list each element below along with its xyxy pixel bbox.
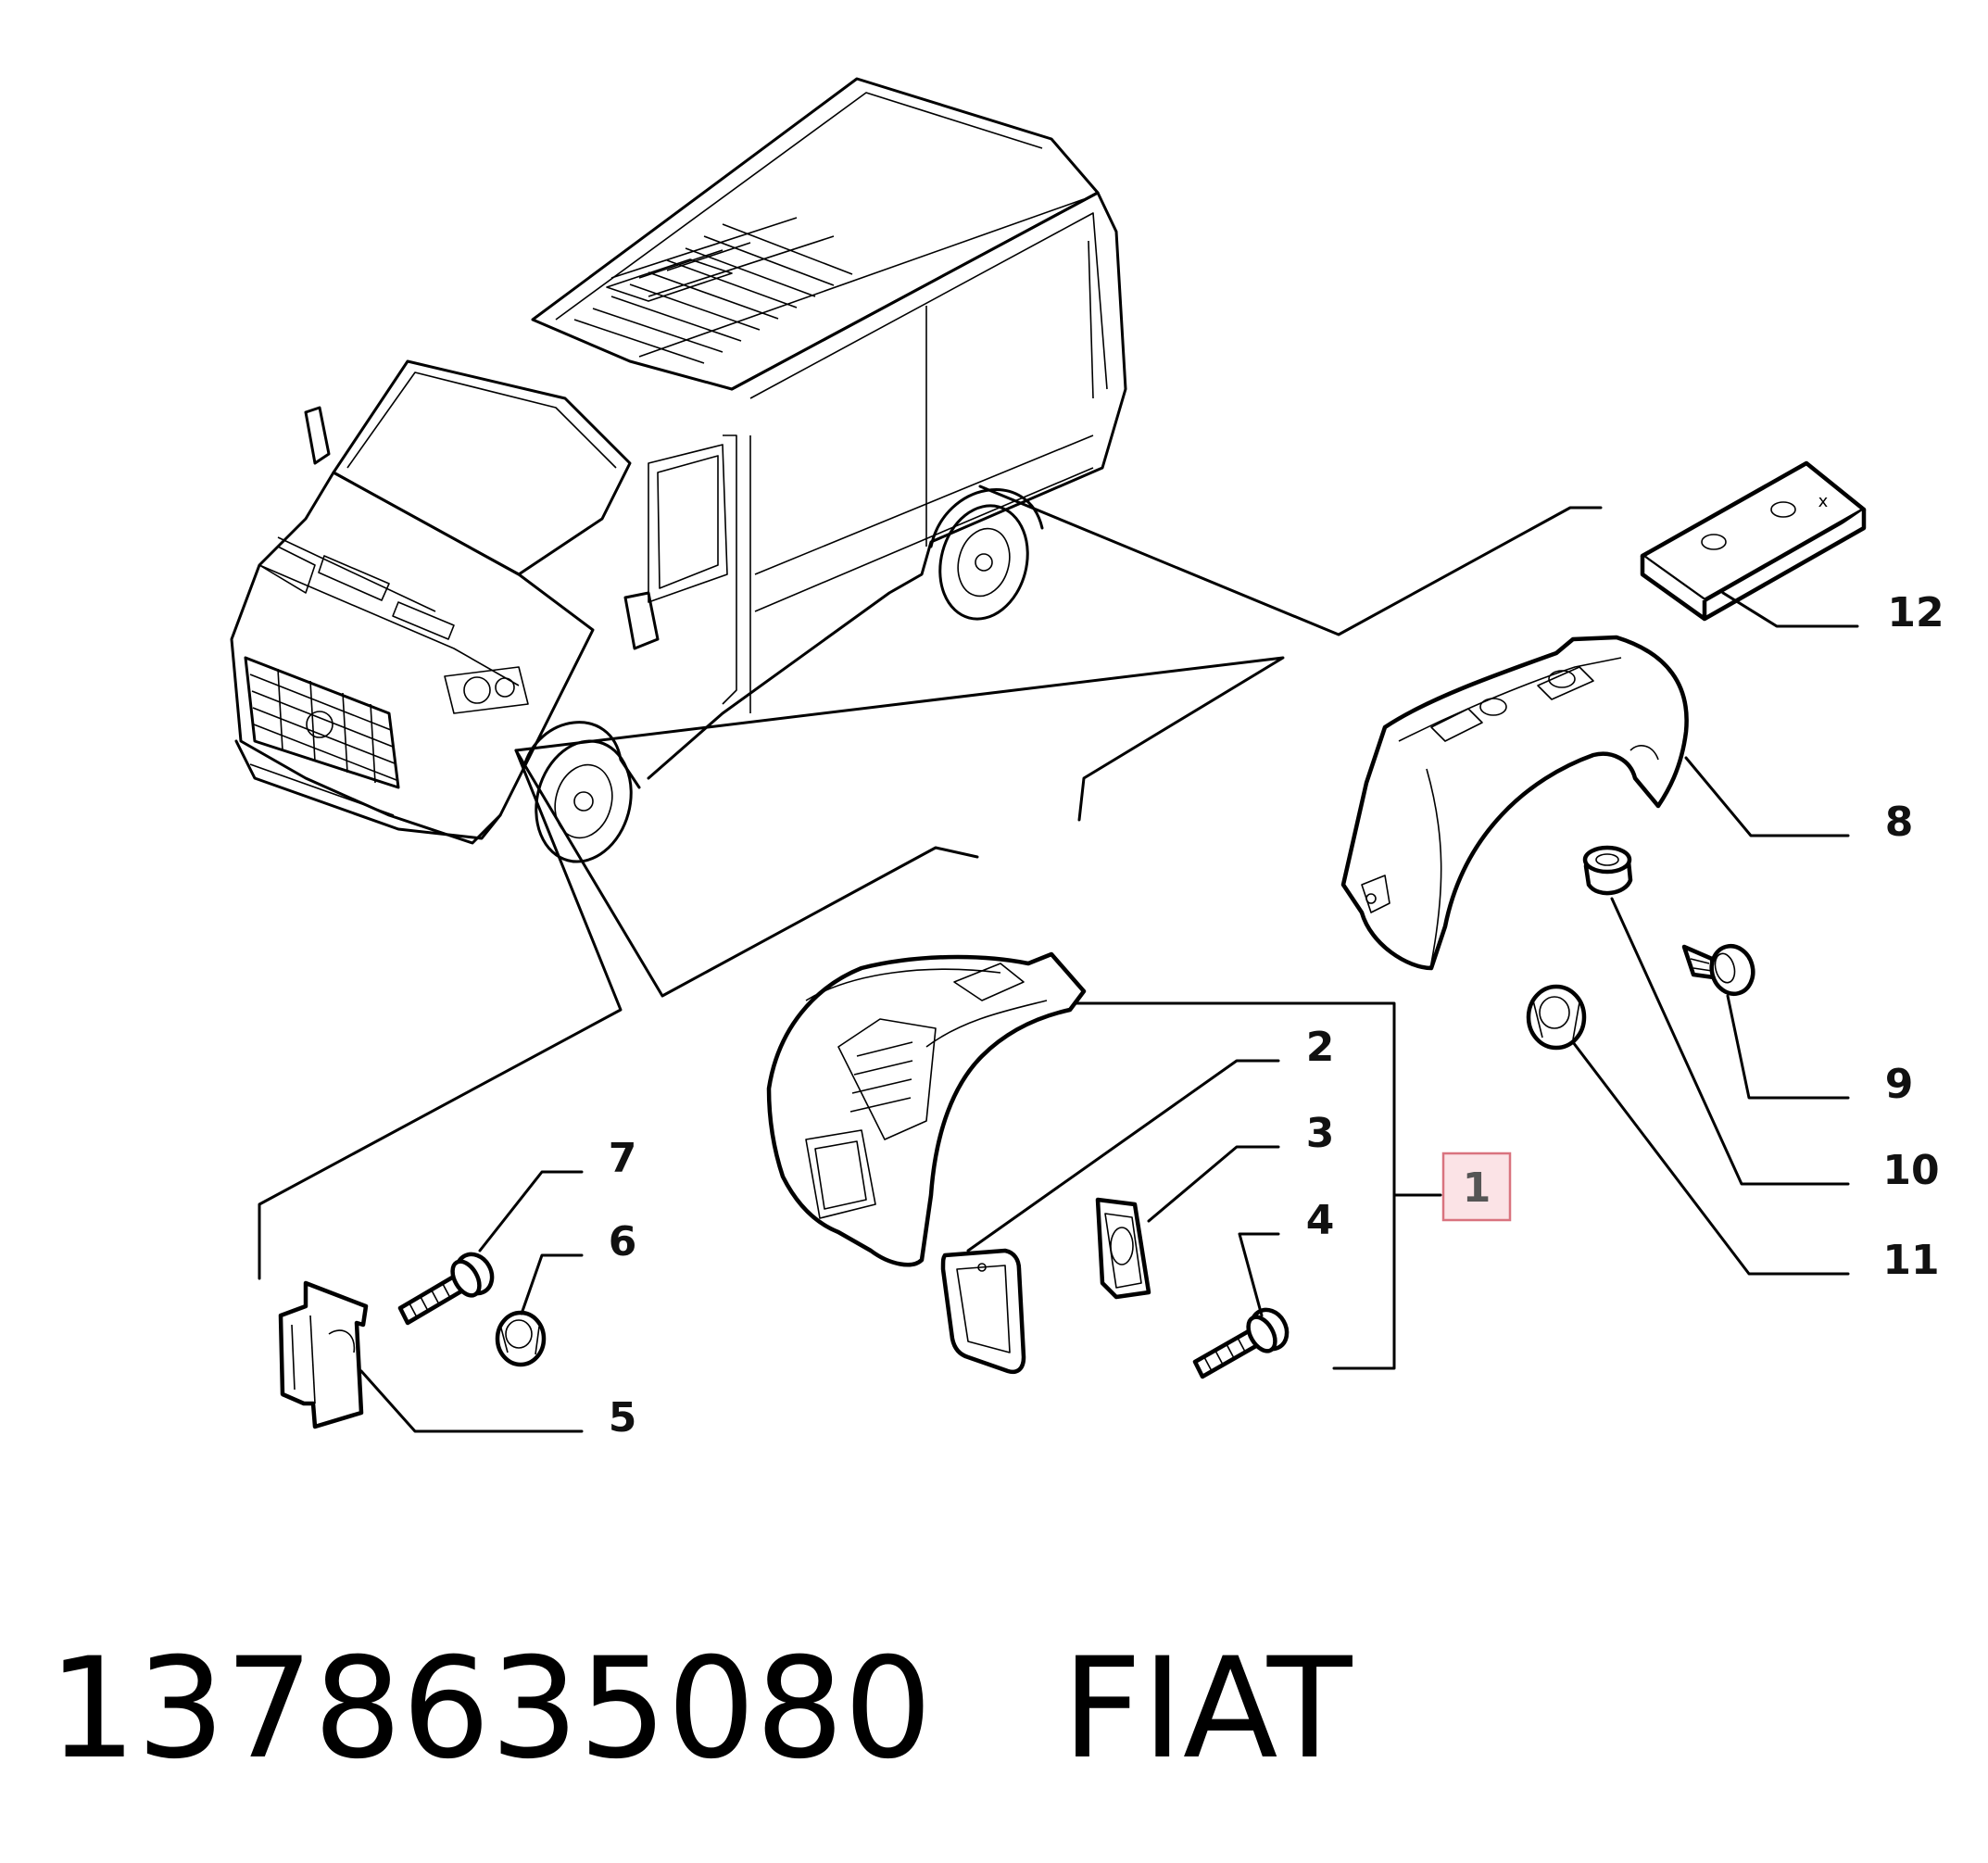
bracket-clip-5	[278, 1280, 369, 1429]
bolt-4	[1192, 1307, 1290, 1379]
callout-11-leader	[1571, 1040, 1850, 1276]
part-number: 1378635080	[48, 1629, 933, 1790]
callout-6-label[interactable]: 6	[609, 1218, 637, 1265]
callout-10-leader	[1610, 897, 1850, 1186]
callout-3-leader	[1147, 1145, 1280, 1223]
callout-5-leader	[359, 1369, 584, 1433]
callout-9-label[interactable]: 9	[1885, 1061, 1914, 1108]
callout-7-label[interactable]: 7	[609, 1135, 637, 1182]
callout-1-highlight-box[interactable]	[1441, 1152, 1512, 1222]
rear-wheel-arch-liner	[1340, 635, 1689, 971]
callout-7-leader	[478, 1170, 584, 1252]
callout-8-leader	[1684, 756, 1850, 837]
front-wheel-arch-liner	[766, 951, 1087, 1267]
callout-2-label[interactable]: 2	[1306, 1024, 1335, 1071]
callout-9-leader	[1726, 994, 1850, 1100]
callout-6-leader	[520, 1253, 584, 1315]
callout-12-label[interactable]: 12	[1887, 589, 1944, 636]
clip-nut	[1095, 1197, 1151, 1300]
callout-4-leader	[1238, 1232, 1280, 1317]
callout-11-label[interactable]: 11	[1882, 1237, 1939, 1284]
plate-12: x	[1640, 460, 1867, 622]
assembly-lines	[258, 485, 1603, 1280]
callout-10-label[interactable]: 10	[1882, 1147, 1939, 1194]
callout-4-label[interactable]: 4	[1306, 1197, 1335, 1244]
grommet-10	[1582, 845, 1633, 896]
push-rivet-9	[1681, 943, 1755, 997]
bolt-7	[397, 1252, 495, 1326]
callout-1-label[interactable]: 1	[1463, 1164, 1491, 1212]
callout-2-leader	[966, 1059, 1280, 1252]
callout-3-label[interactable]: 3	[1306, 1110, 1335, 1157]
callout-5-label[interactable]: 5	[609, 1394, 637, 1441]
callout-1-bracket	[1073, 1001, 1442, 1370]
callout-12-leader	[1721, 591, 1859, 628]
plate-mark: x	[1818, 492, 1829, 511]
gasket-cover	[940, 1248, 1026, 1374]
nut-6	[495, 1310, 547, 1367]
nut-11	[1526, 984, 1587, 1051]
brand-name: FIAT	[1062, 1629, 1353, 1790]
callout-8-label[interactable]: 8	[1885, 799, 1914, 846]
van-illustration	[230, 77, 1127, 863]
